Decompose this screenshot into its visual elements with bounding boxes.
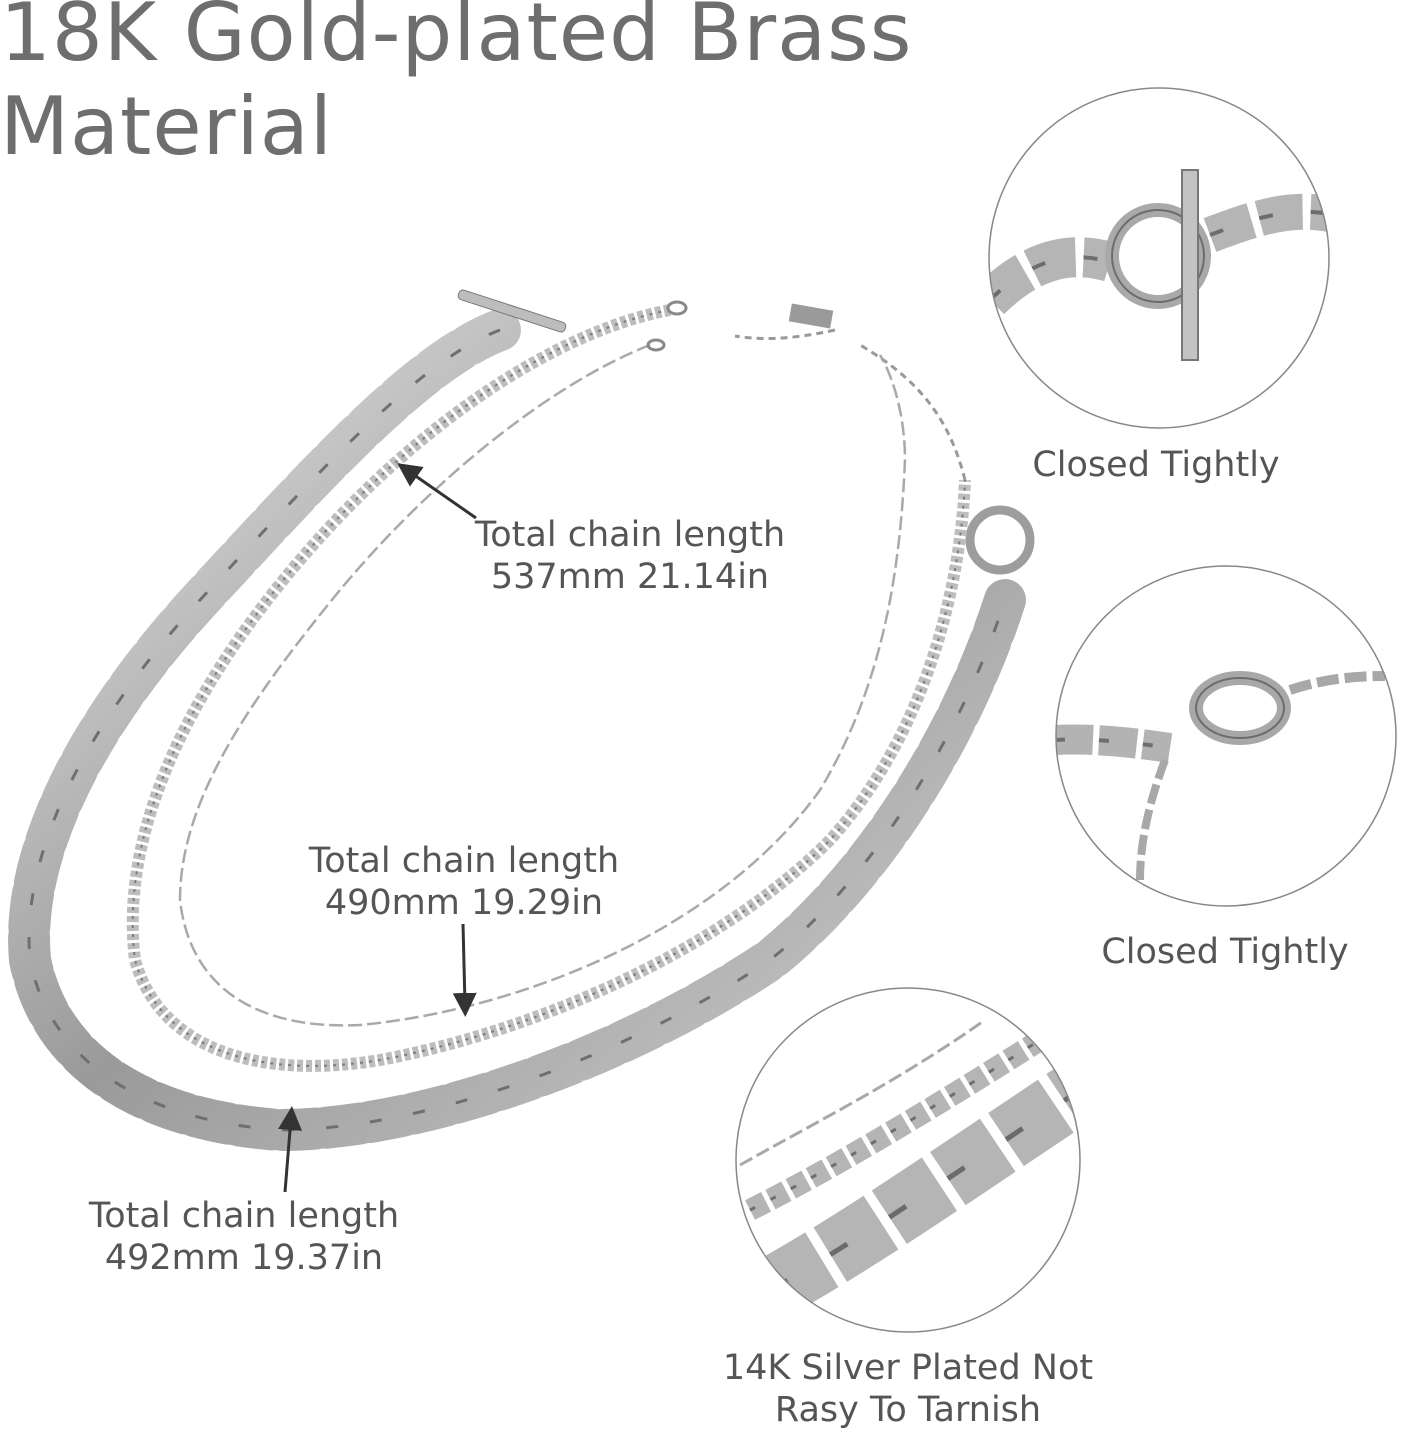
lobster-clasp-caption: Closed Tightly [1075, 931, 1375, 973]
thick-chain-label-line-1: Total chain length [88, 1196, 400, 1236]
lobster-clasp-caption-text: Closed Tightly [1101, 932, 1349, 972]
thick-chain-label-line-2: 492mm 19.37in [104, 1238, 384, 1278]
long-chain-label: Total chain length 537mm 21.14in [420, 514, 840, 598]
medium-chain [126, 300, 971, 1072]
chain-layers-closeup [735, 987, 1081, 1333]
long-chain-label-line-2: 537mm 21.14in [490, 557, 770, 597]
chain-layers-caption: 14K Silver Plated Not Rasy To Tarnish [688, 1347, 1128, 1431]
middle-chain-arrow [452, 923, 477, 1017]
thick-chain-arrow [278, 1106, 302, 1193]
long-chain-label-line-1: Total chain length [474, 515, 786, 555]
lobster-clasp-closeup [1055, 565, 1397, 907]
long-chain-arrow [397, 463, 477, 520]
middle-chain-label-line-1: Total chain length [308, 841, 620, 881]
thin-chain [178, 338, 907, 1027]
headline-line-1: 18K Gold-plated Brass [0, 0, 913, 79]
toggle-clasp-caption-text: Closed Tightly [1032, 445, 1280, 485]
toggle-clasp-caption: Closed Tightly [1006, 444, 1306, 486]
headline: 18K Gold-plated Brass Material [0, 0, 960, 174]
thick-chain [8, 289, 1035, 1152]
middle-chain-label-line-2: 490mm 19.29in [324, 883, 604, 923]
chain-layers-caption-line-1: 14K Silver Plated Not [722, 1348, 1094, 1388]
toggle-clasp-closeup [988, 87, 1330, 429]
chain-layers-caption-line-2: Rasy To Tarnish [774, 1390, 1042, 1430]
thick-chain-label: Total chain length 492mm 19.37in [34, 1195, 454, 1279]
middle-chain-label: Total chain length 490mm 19.29in [254, 840, 674, 924]
headline-line-2: Material [0, 80, 333, 173]
